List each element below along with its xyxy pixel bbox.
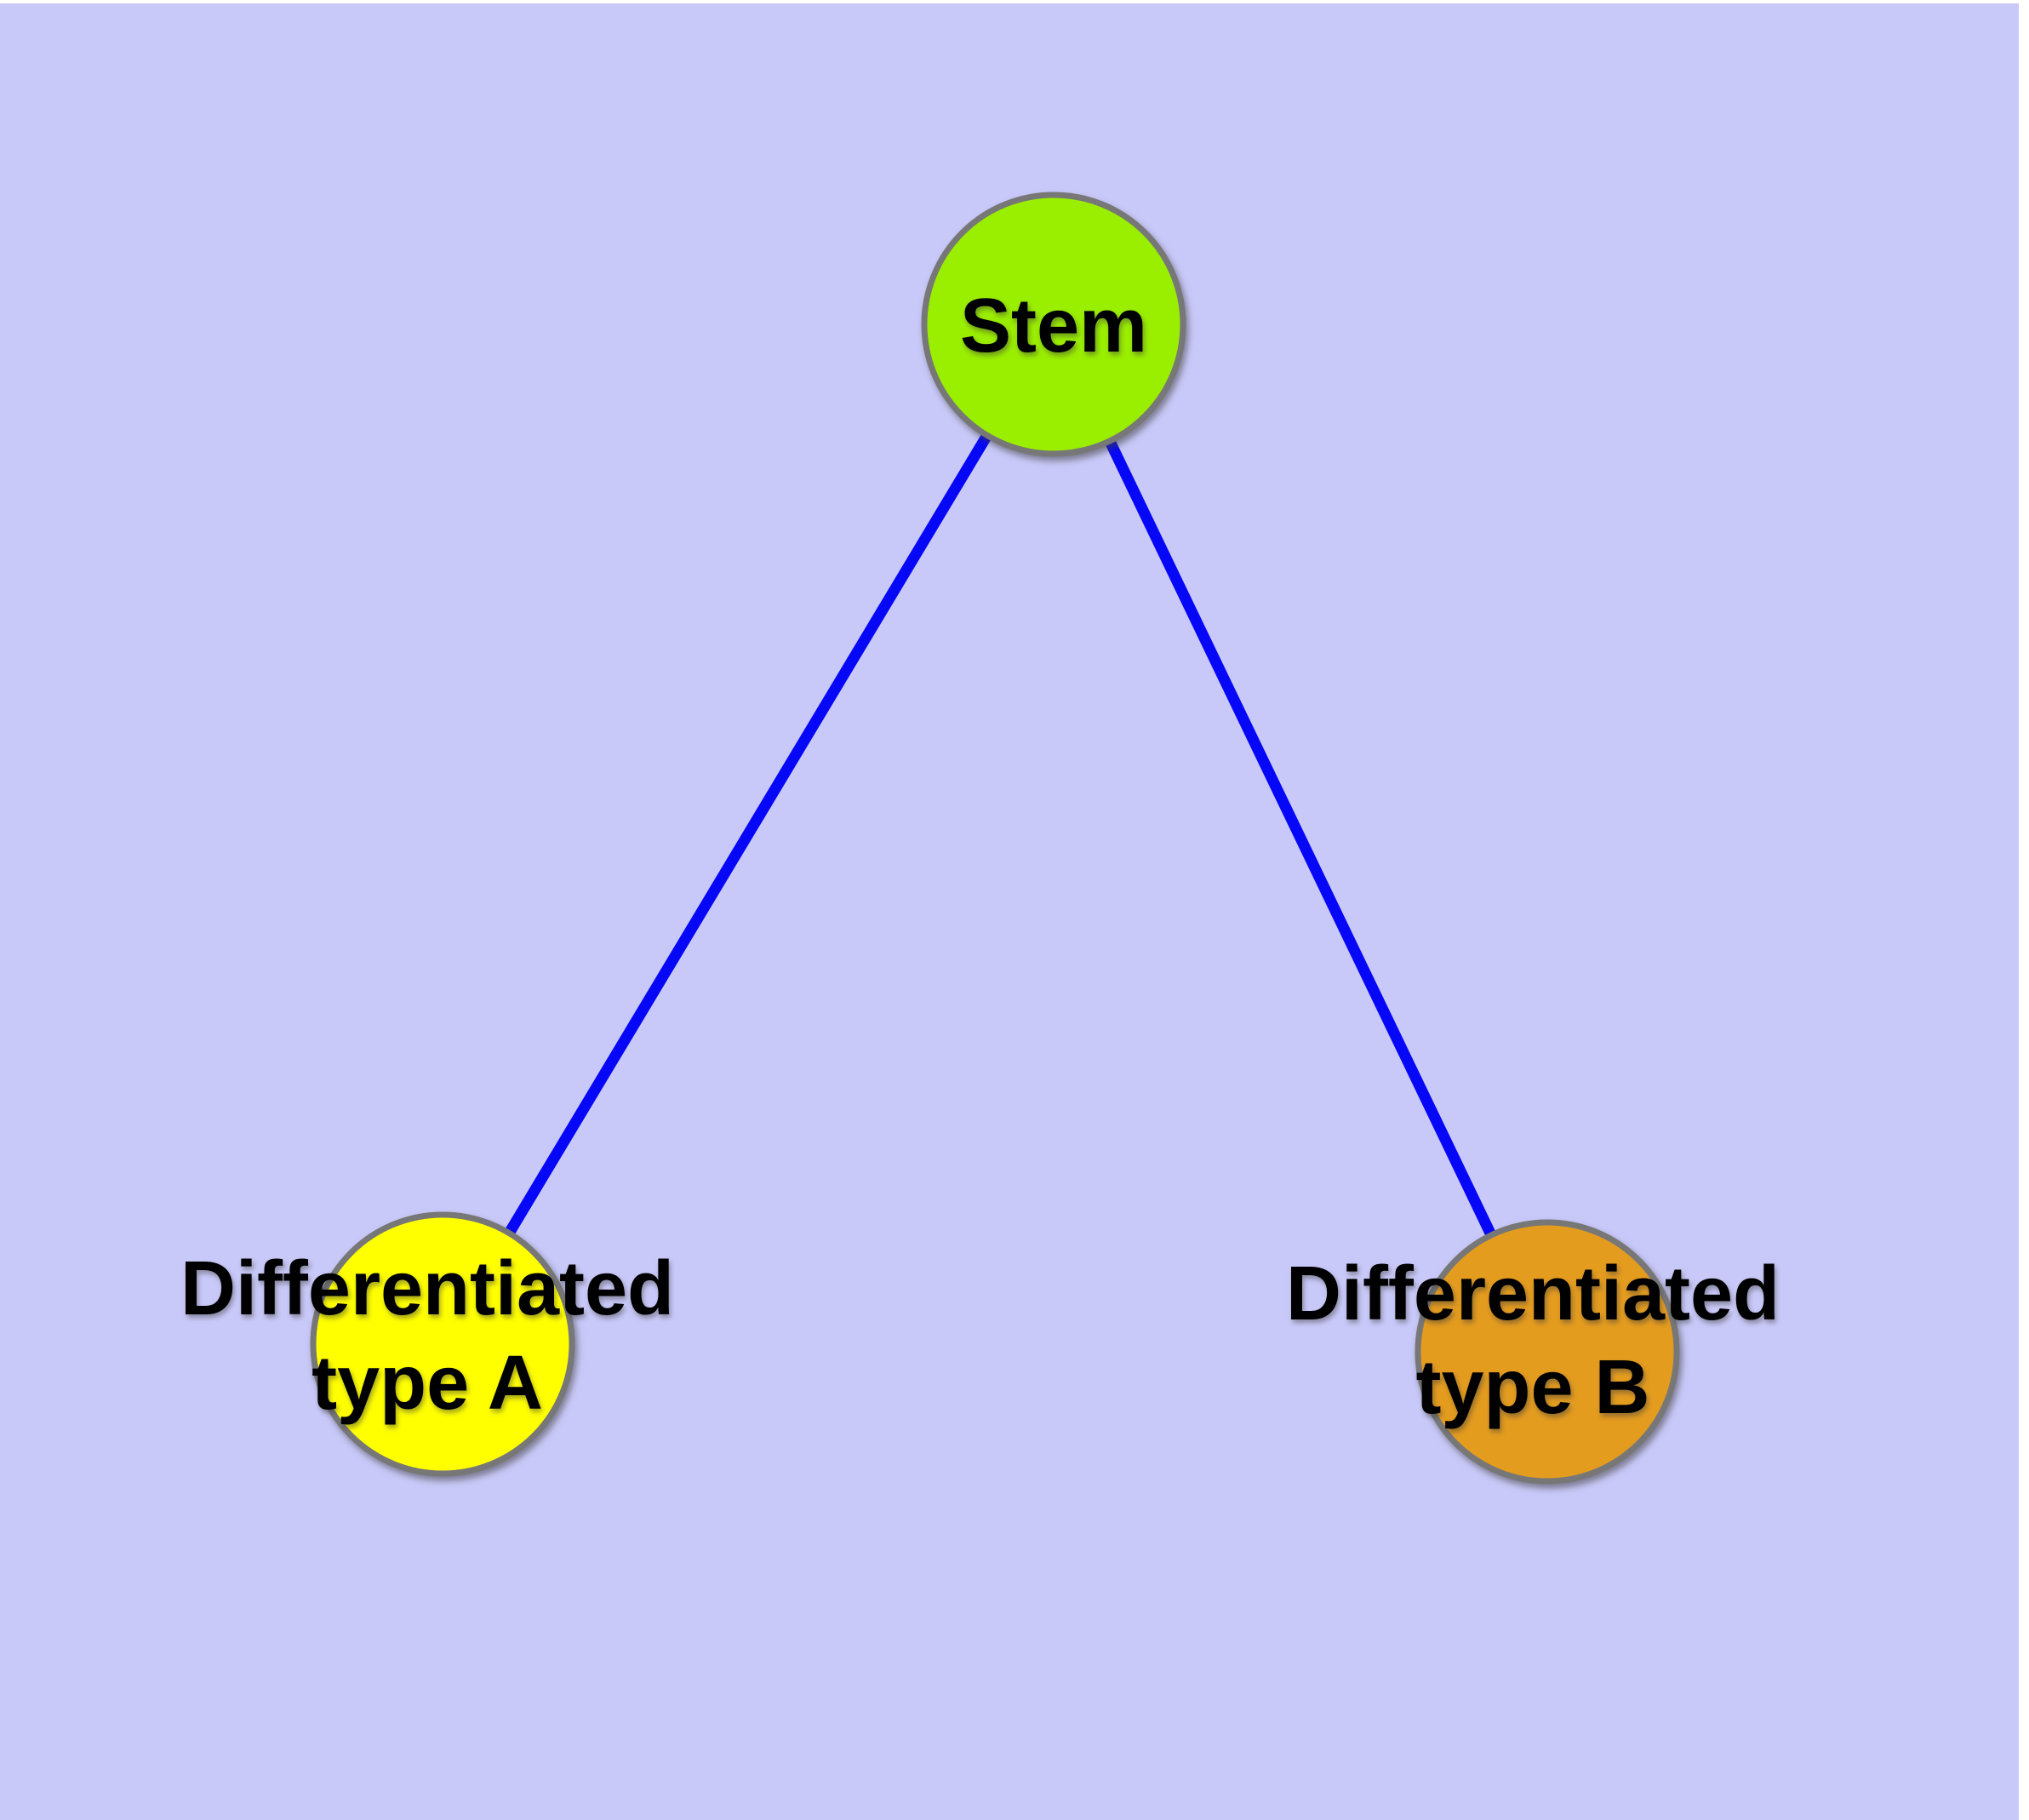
node-stem[interactable] [921, 192, 1186, 457]
edge-stem-to-type-a [437, 321, 1059, 1348]
node-type-b-label-line-1: Differentiated [1286, 1251, 1780, 1336]
node-layer [310, 192, 1680, 1485]
edge-layer [437, 321, 1552, 1354]
node-differentiated-type-b[interactable] [1415, 1219, 1680, 1485]
edge-stem-to-type-b [1049, 322, 1552, 1354]
node-differentiated-type-a[interactable] [310, 1211, 575, 1477]
label-layer: Stem Differentiated type A Differentiate… [180, 283, 1780, 1430]
node-type-b-label-line-2: type B [1415, 1345, 1649, 1430]
node-type-a-label-line-2: type A [311, 1341, 543, 1426]
node-stem-label: Stem [960, 283, 1147, 369]
node-type-a-label-line-1: Differentiated [180, 1246, 674, 1331]
